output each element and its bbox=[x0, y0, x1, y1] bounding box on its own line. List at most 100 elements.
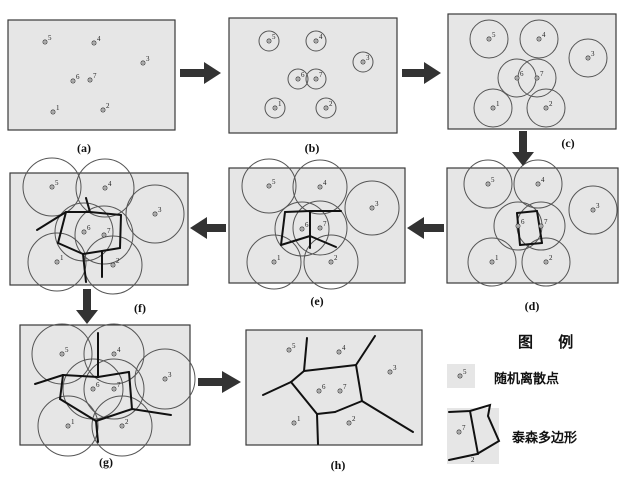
panel-b-circle-2 bbox=[315, 97, 337, 119]
panel-g-polygon-edge bbox=[34, 374, 64, 385]
panel-e-point-6: 6 bbox=[299, 221, 309, 232]
point-label: 2 bbox=[334, 254, 338, 262]
panel-h-polygon-edge bbox=[334, 400, 363, 413]
panel-g-point-2: 2 bbox=[119, 418, 129, 429]
point-label: 6 bbox=[322, 383, 326, 391]
panel-d-point-4: 4 bbox=[535, 176, 545, 187]
panel-h-polygon-edge bbox=[290, 370, 305, 383]
panel-h-polygon-edge bbox=[262, 381, 292, 396]
panel-b-circle-1 bbox=[264, 97, 286, 119]
legend-polygon-text: 泰森多边形 bbox=[511, 430, 577, 446]
point-label: 3 bbox=[393, 364, 397, 372]
panel-e-edges bbox=[280, 210, 342, 249]
panel-f-circle-7 bbox=[74, 205, 134, 265]
panel-c-circle-4 bbox=[519, 19, 559, 59]
panel-b-point-1: 1 bbox=[272, 100, 282, 111]
point-label: 2 bbox=[352, 415, 356, 423]
point-label: 5 bbox=[48, 34, 52, 42]
panel-b-circle-4 bbox=[305, 30, 327, 52]
panel-f-polygon-edge bbox=[85, 197, 91, 213]
panel-f-circles bbox=[22, 157, 185, 295]
arrow-down-c-to-d bbox=[512, 131, 534, 166]
panel-e-circle-3 bbox=[344, 180, 400, 236]
panel-g-polygon-edge bbox=[95, 420, 99, 443]
panel-h-caption: (h) bbox=[331, 458, 346, 472]
panel-d-point-2: 2 bbox=[543, 254, 553, 265]
point-label: 1 bbox=[56, 104, 60, 112]
panel-b-frame bbox=[228, 17, 398, 134]
panel-h-point-4: 4 bbox=[336, 344, 346, 355]
point-label: 2 bbox=[329, 100, 333, 108]
panel-a-point-2: 2 bbox=[100, 102, 110, 113]
panel-f-point-4: 4 bbox=[102, 180, 112, 191]
panel-g-circles bbox=[31, 323, 196, 457]
panel-d-polygon-edge bbox=[519, 242, 543, 246]
arrow-right-g-to-h bbox=[198, 371, 241, 393]
panel-b-point-6: 6 bbox=[295, 71, 305, 82]
panel-g-point-4: 4 bbox=[111, 346, 121, 357]
point-label: 2 bbox=[549, 254, 553, 262]
panel-h-polygon-edge bbox=[303, 364, 357, 372]
point-label: 3 bbox=[158, 206, 162, 214]
panel-d-point-3: 3 bbox=[590, 202, 600, 213]
point-label: 1 bbox=[496, 100, 500, 108]
panel-f-polygon-edge bbox=[89, 211, 122, 216]
legend-title: 图 例 bbox=[518, 333, 583, 351]
panel-b-point-4: 4 bbox=[313, 33, 323, 44]
panel-e-circles bbox=[241, 158, 400, 290]
panel-e-point-3: 3 bbox=[369, 200, 379, 211]
panel-c-circle-5 bbox=[469, 19, 509, 59]
panel-c-circle-3 bbox=[568, 38, 608, 78]
panel-g-frame bbox=[19, 324, 191, 446]
panel-c-frame bbox=[447, 13, 617, 130]
panel-g-polygon-edge bbox=[62, 374, 99, 378]
panel-e-polygon-edge bbox=[280, 211, 286, 246]
panel-a-point-6: 6 bbox=[70, 73, 80, 84]
panel-h-frame bbox=[245, 329, 423, 446]
panel-b-circle-3 bbox=[352, 51, 374, 73]
panel-c-caption: (c) bbox=[561, 136, 574, 150]
legend-polygon-icon: 7 2 bbox=[447, 403, 501, 464]
point-label: 4 bbox=[319, 33, 323, 41]
point-label: 5 bbox=[272, 33, 276, 41]
panel-d-point-7: 7 bbox=[538, 218, 548, 229]
panel-e-polygon-edge bbox=[309, 235, 337, 248]
point-label: 3 bbox=[596, 202, 600, 210]
panel-b: 1 2 3 4 5 6 7 bbox=[228, 17, 398, 134]
panel-f-edges bbox=[36, 197, 122, 283]
point-label: 4 bbox=[542, 31, 546, 39]
panel-g-point-3: 3 bbox=[162, 371, 172, 382]
point-label: 4 bbox=[541, 176, 545, 184]
point-label: 5 bbox=[272, 178, 276, 186]
panel-g-edges bbox=[34, 332, 172, 443]
panel-g-polygon-edge bbox=[59, 398, 97, 422]
panel-b-points: 1 2 3 4 5 6 7 bbox=[266, 33, 370, 111]
point-label: 4 bbox=[323, 179, 327, 187]
legend-polygon-point-label-2: 2 bbox=[471, 456, 475, 464]
panel-d-circle-4 bbox=[513, 159, 563, 209]
panel-g-circle-7 bbox=[83, 358, 145, 420]
panel-a-point-1: 1 bbox=[50, 104, 60, 115]
panel-f-caption: (f) bbox=[134, 301, 146, 315]
panel-f-frame bbox=[9, 172, 189, 286]
panel-b-point-3: 3 bbox=[360, 54, 370, 65]
panel-b-circles bbox=[258, 30, 374, 119]
panel-f-point-6: 6 bbox=[81, 224, 91, 235]
point-label: 2 bbox=[549, 100, 553, 108]
panel-h-polygon-edge bbox=[361, 400, 414, 433]
panel-h-point-2: 2 bbox=[346, 415, 356, 426]
panel-e-circle-6 bbox=[274, 201, 330, 257]
panel-c-point-4: 4 bbox=[536, 31, 546, 42]
panel-f-polygon-edge bbox=[36, 211, 67, 231]
panel-h-point-1: 1 bbox=[291, 415, 301, 426]
point-label: 2 bbox=[116, 257, 120, 265]
point-label: 7 bbox=[319, 71, 323, 79]
panel-e-frame bbox=[228, 167, 406, 284]
panel-b-circle-6 bbox=[287, 68, 309, 90]
